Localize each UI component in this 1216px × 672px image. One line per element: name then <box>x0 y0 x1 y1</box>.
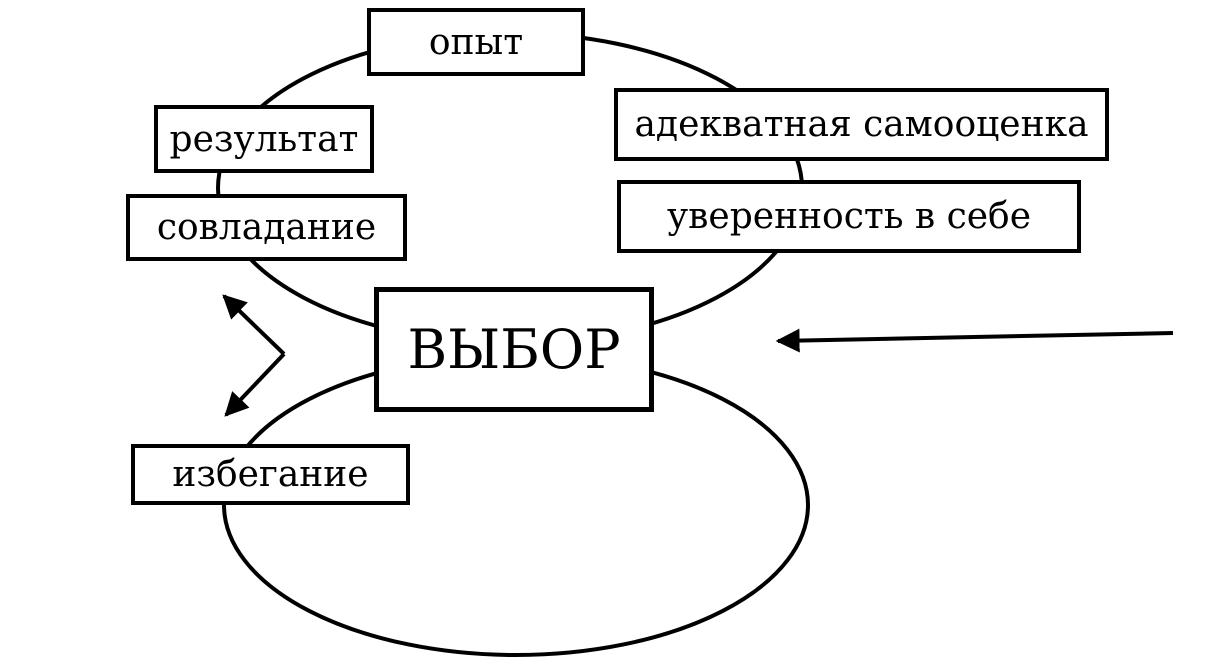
coping-label: совладание <box>156 207 377 248</box>
fork-arrow-up <box>222 294 286 356</box>
experience-label: опыт <box>428 21 524 63</box>
avoidance-label: избегание <box>172 454 369 495</box>
result-box: результат <box>154 105 374 173</box>
input-arrow <box>775 328 1174 353</box>
adequate-self-esteem-label: адекватная самооценка <box>634 104 1089 145</box>
experience-box: опыт <box>367 8 585 76</box>
fork-arrow-down <box>224 352 286 417</box>
self-confidence-label: уверенность в себе <box>666 196 1032 237</box>
choice-label: ВЫБОР <box>407 318 621 381</box>
result-label: результат <box>169 118 359 160</box>
adequate-self-esteem-box: адекватная самооценка <box>614 88 1109 161</box>
choice-box: ВЫБОР <box>374 287 654 412</box>
self-confidence-box: уверенность в себе <box>617 180 1081 253</box>
coping-box: совладание <box>126 194 407 261</box>
avoidance-box: избегание <box>131 444 410 505</box>
